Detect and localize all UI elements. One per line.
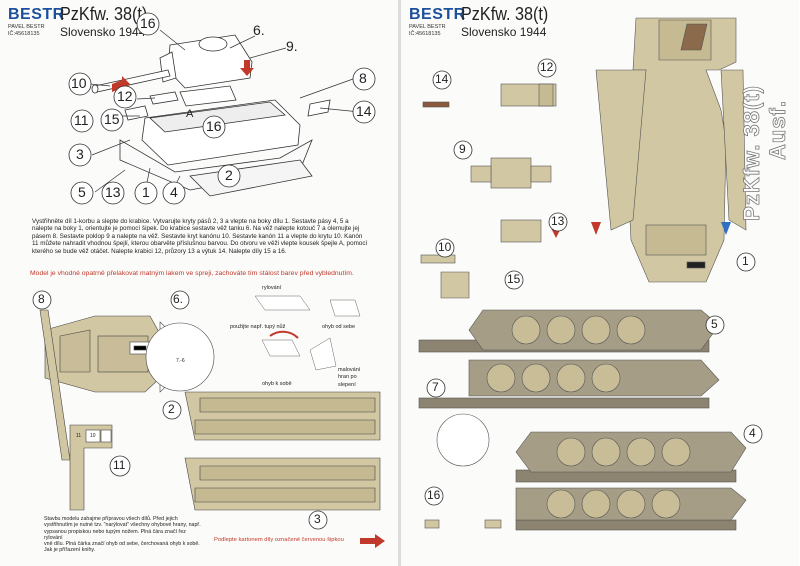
legend-fold-toward: ohyb k sobě	[262, 381, 292, 387]
instruction-line: Vystřihněte díl 1-korbu a slepte do krab…	[32, 218, 349, 225]
part-callout-1: 1	[742, 254, 749, 268]
instruction-line: kterého se bude věž otáčet. Nalepte krab…	[32, 247, 287, 255]
part-callout-16: 16	[427, 488, 441, 502]
callout-15: 15	[104, 111, 120, 127]
instructions: Vystřihněte díl 1-korbu a slepte do krab…	[32, 218, 394, 255]
note-line: Stavbu modelu zahajme přípravou všech dí…	[44, 516, 178, 522]
red-note: Podlepte kartonem díly označené červenou…	[214, 537, 344, 543]
assembly-diagram	[68, 12, 376, 205]
callout-A: A	[186, 108, 194, 120]
disc-mark: 7.-6	[176, 358, 185, 364]
brand-author: PAVEL BESTR	[8, 24, 45, 30]
page-title: PzKfw. 38(t)	[60, 4, 148, 24]
legend-tool: použijte např. tupý nůž	[230, 324, 286, 330]
callout-1: 1	[142, 184, 150, 200]
side-title-ausf: Ausf.	[765, 100, 791, 161]
right-page: BESTR PAVEL BESTR IČ:45618135 PzKfw. 38(…	[401, 0, 799, 566]
part-callout-4: 4	[749, 426, 756, 440]
part-callout-5: 5	[711, 317, 718, 331]
callout-2: 2	[225, 167, 233, 183]
part-callout-10: 10	[438, 240, 452, 254]
varnish-note: Model je vhodné opatrně přelakovat matný…	[30, 270, 354, 277]
legend-glue: malování hran po slepení	[338, 367, 361, 388]
parts-sheet-right	[418, 17, 763, 531]
part-callout-11: 11	[113, 458, 126, 472]
brand-ic: IČ:45618135	[409, 31, 441, 37]
part-callout-6: 6.	[173, 292, 184, 306]
callout-5: 5	[78, 184, 86, 200]
brand-author: PAVEL BESTR	[409, 24, 446, 30]
gun-mark-11: 11	[76, 433, 82, 439]
part-callout-12: 12	[540, 60, 554, 74]
part-callout-13: 13	[551, 214, 565, 228]
callout-16: 16	[206, 118, 222, 134]
brand-ic: IČ:45618135	[8, 31, 40, 37]
page-title: PzKfw. 38(t)	[461, 4, 549, 24]
bottom-note: Stavbu modelu zahajme přípravou všech dí…	[44, 516, 204, 554]
brand-logo: BESTR	[8, 6, 65, 23]
note-line: vystřihnutím je nutné tzv. "narýlovat" v…	[44, 522, 201, 529]
brand-logo: BESTR	[409, 6, 466, 23]
callout-3: 3	[76, 146, 84, 162]
callout-14: 14	[356, 103, 372, 119]
callout-8: 8	[359, 70, 367, 86]
callout-10: 10	[71, 75, 87, 91]
part-callout-14: 14	[435, 72, 449, 86]
part-callout-3: 3	[314, 512, 321, 526]
legend-fold-away: ohyb od sebe	[322, 324, 356, 330]
callout-9: 9.	[286, 38, 298, 54]
callout-16-top: 16	[140, 15, 156, 31]
callout-6: 6.	[253, 22, 265, 38]
part-callout-8: 8	[38, 292, 45, 306]
instruction-line: 11 můžete nahradit vhodnou špejlí, ktero…	[32, 240, 368, 248]
callout-13: 13	[105, 184, 121, 200]
legend-cut: rylování	[262, 285, 282, 291]
part-callout-9: 9	[459, 142, 466, 156]
instruction-line: nalepte na boky 1, orientujte je pomocí …	[32, 225, 360, 233]
callout-4: 4	[170, 184, 178, 200]
left-page: BESTR PAVEL BESTR IČ:45618135 PzKfw. 38(…	[0, 0, 398, 566]
side-title: PzKfw. 38(t)	[739, 85, 765, 222]
callout-11: 11	[74, 112, 89, 128]
instruction-line: pásem 8. Sestavte poklop 9 a nalepte na …	[32, 232, 363, 240]
gun-mark-10: 10	[90, 433, 96, 439]
part-callout-15: 15	[507, 272, 521, 286]
part-callout-7: 7	[432, 380, 439, 394]
page-subtitle: Slovensko 1944	[60, 25, 146, 39]
note-line: Jak je přířazení knihy.	[44, 547, 96, 554]
note-line: vypsanou propiskou nebo tupým nožem. Pln…	[44, 528, 186, 541]
parts-sheet-left	[32, 290, 385, 548]
part-callout-2: 2	[168, 402, 175, 416]
page-fold	[398, 0, 401, 566]
callout-12: 12	[117, 88, 133, 104]
page-subtitle: Slovensko 1944	[461, 25, 547, 39]
note-line: vně dílu. Plná čárka značí ohyb od sebe,…	[44, 541, 200, 548]
